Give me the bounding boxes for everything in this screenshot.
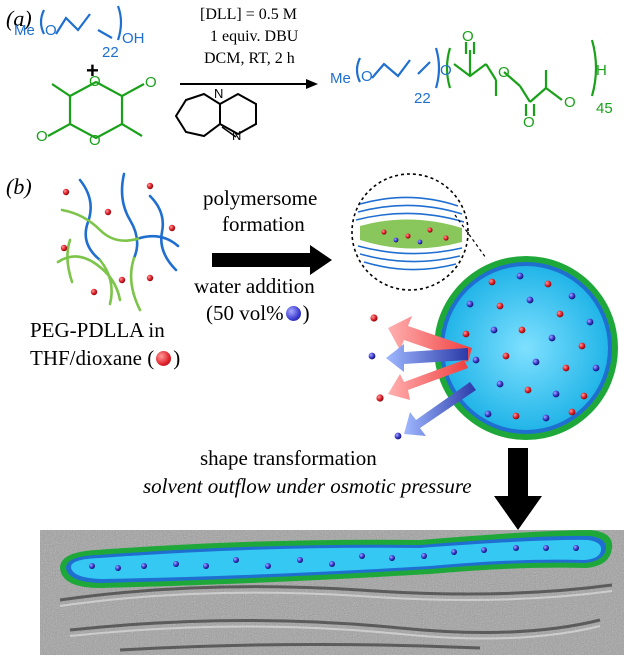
dbu-n-upper: N	[214, 86, 224, 101]
product-o-ester: O	[498, 64, 510, 81]
dll-o1: O	[89, 73, 101, 90]
dll-o2: O	[145, 74, 157, 91]
solvent-dot	[518, 326, 526, 334]
water-dot-icon	[285, 306, 301, 321]
condition-line-2: 1 equiv. DBU	[210, 28, 299, 45]
water-dot	[552, 390, 560, 398]
solvent-dot-icon	[156, 351, 172, 366]
solvent-dot	[488, 278, 496, 286]
water-dot	[592, 364, 600, 372]
water-dot	[472, 356, 480, 364]
product-pdlla-block	[445, 39, 598, 116]
dbu-structure	[174, 92, 257, 138]
product-o-terminal: O	[564, 94, 576, 111]
solvent-dot	[568, 408, 576, 416]
water-dot	[484, 410, 492, 418]
solvent-dot	[578, 342, 586, 350]
product-o-carbonyl1: O	[462, 28, 474, 45]
water-dot	[526, 296, 534, 304]
step2-line-1: water addition	[194, 274, 315, 298]
condition-line-3: DCM, RT, 2 h	[204, 50, 295, 67]
reactant-dll-ring	[47, 80, 145, 140]
outflow-arrows	[386, 316, 476, 436]
product-o-link: O	[440, 62, 452, 79]
solvent-dot	[512, 412, 520, 420]
released-dots	[368, 314, 402, 440]
elongated-polymersome	[60, 530, 613, 588]
transformation-arrow	[494, 448, 542, 530]
water-dot	[490, 326, 498, 334]
solvent-dots	[60, 182, 176, 296]
product-o-carbonyl2: O	[523, 114, 535, 131]
reactant-repeat-n: 22	[102, 44, 119, 61]
membrane-zoom-inset	[351, 173, 487, 291]
product-h-label: H	[596, 62, 607, 79]
reactant-me-label: Me	[14, 22, 35, 39]
water-dot	[586, 318, 594, 326]
process-arrow	[212, 245, 332, 275]
dll-o4: O	[36, 128, 48, 145]
water-dot	[548, 334, 556, 342]
polymer-text: THF/dioxane (	[30, 346, 155, 370]
solvent-dot	[556, 310, 564, 318]
water-dot	[532, 358, 540, 366]
water-dot	[466, 300, 474, 308]
water-dot	[496, 380, 504, 388]
product-peg-n: 22	[414, 90, 431, 107]
product-me-label: Me	[330, 70, 351, 87]
reactant-mpeg	[39, 5, 123, 41]
solvent-dot	[496, 302, 504, 310]
reaction-arrow	[180, 79, 318, 89]
product-pdlla-m: 45	[596, 100, 613, 117]
water-dot	[516, 272, 524, 280]
solvent-dot	[524, 386, 532, 394]
transform-title: shape transformation	[200, 446, 377, 470]
spherical-polymersome	[434, 256, 618, 440]
solvent-dot	[462, 330, 470, 338]
step2-text: (50 vol%	[206, 301, 284, 325]
water-dot	[568, 292, 576, 300]
transform-caption: solvent outflow under osmotic pressure	[143, 474, 472, 498]
product-peg-block	[355, 47, 441, 89]
step1-line-2: formation	[222, 212, 305, 236]
product-o-peg: O	[361, 68, 373, 85]
reactant-o-label: O	[45, 22, 57, 39]
polymer-line-2: THF/dioxane ()	[30, 346, 180, 371]
condition-line-1: [DLL] = 0.5 M	[200, 6, 298, 23]
step2-close: )	[302, 301, 310, 325]
polymer-line-1: PEG-PDLLA in	[30, 318, 165, 342]
vesicle-interior-dots	[462, 272, 600, 422]
reactant-oh-label: OH	[122, 30, 145, 47]
solvent-dot	[562, 364, 570, 372]
solvent-dot	[544, 280, 552, 288]
water-dot	[542, 414, 550, 422]
panel-b-label: (b)	[6, 174, 32, 199]
step2-line-2: (50 vol%)	[206, 301, 310, 326]
panel-a-label: (a)	[6, 6, 32, 31]
solvent-dot	[580, 392, 588, 400]
elongated-interior-dots	[89, 545, 579, 571]
polymer-chains	[56, 172, 180, 312]
plus-sign: +	[86, 58, 99, 83]
dll-o3: O	[89, 132, 101, 149]
dbu-n-lower: N	[232, 128, 242, 143]
solvent-dot	[502, 352, 510, 360]
polymer-close: )	[173, 346, 181, 370]
step1-line-1: polymersome	[203, 186, 318, 210]
